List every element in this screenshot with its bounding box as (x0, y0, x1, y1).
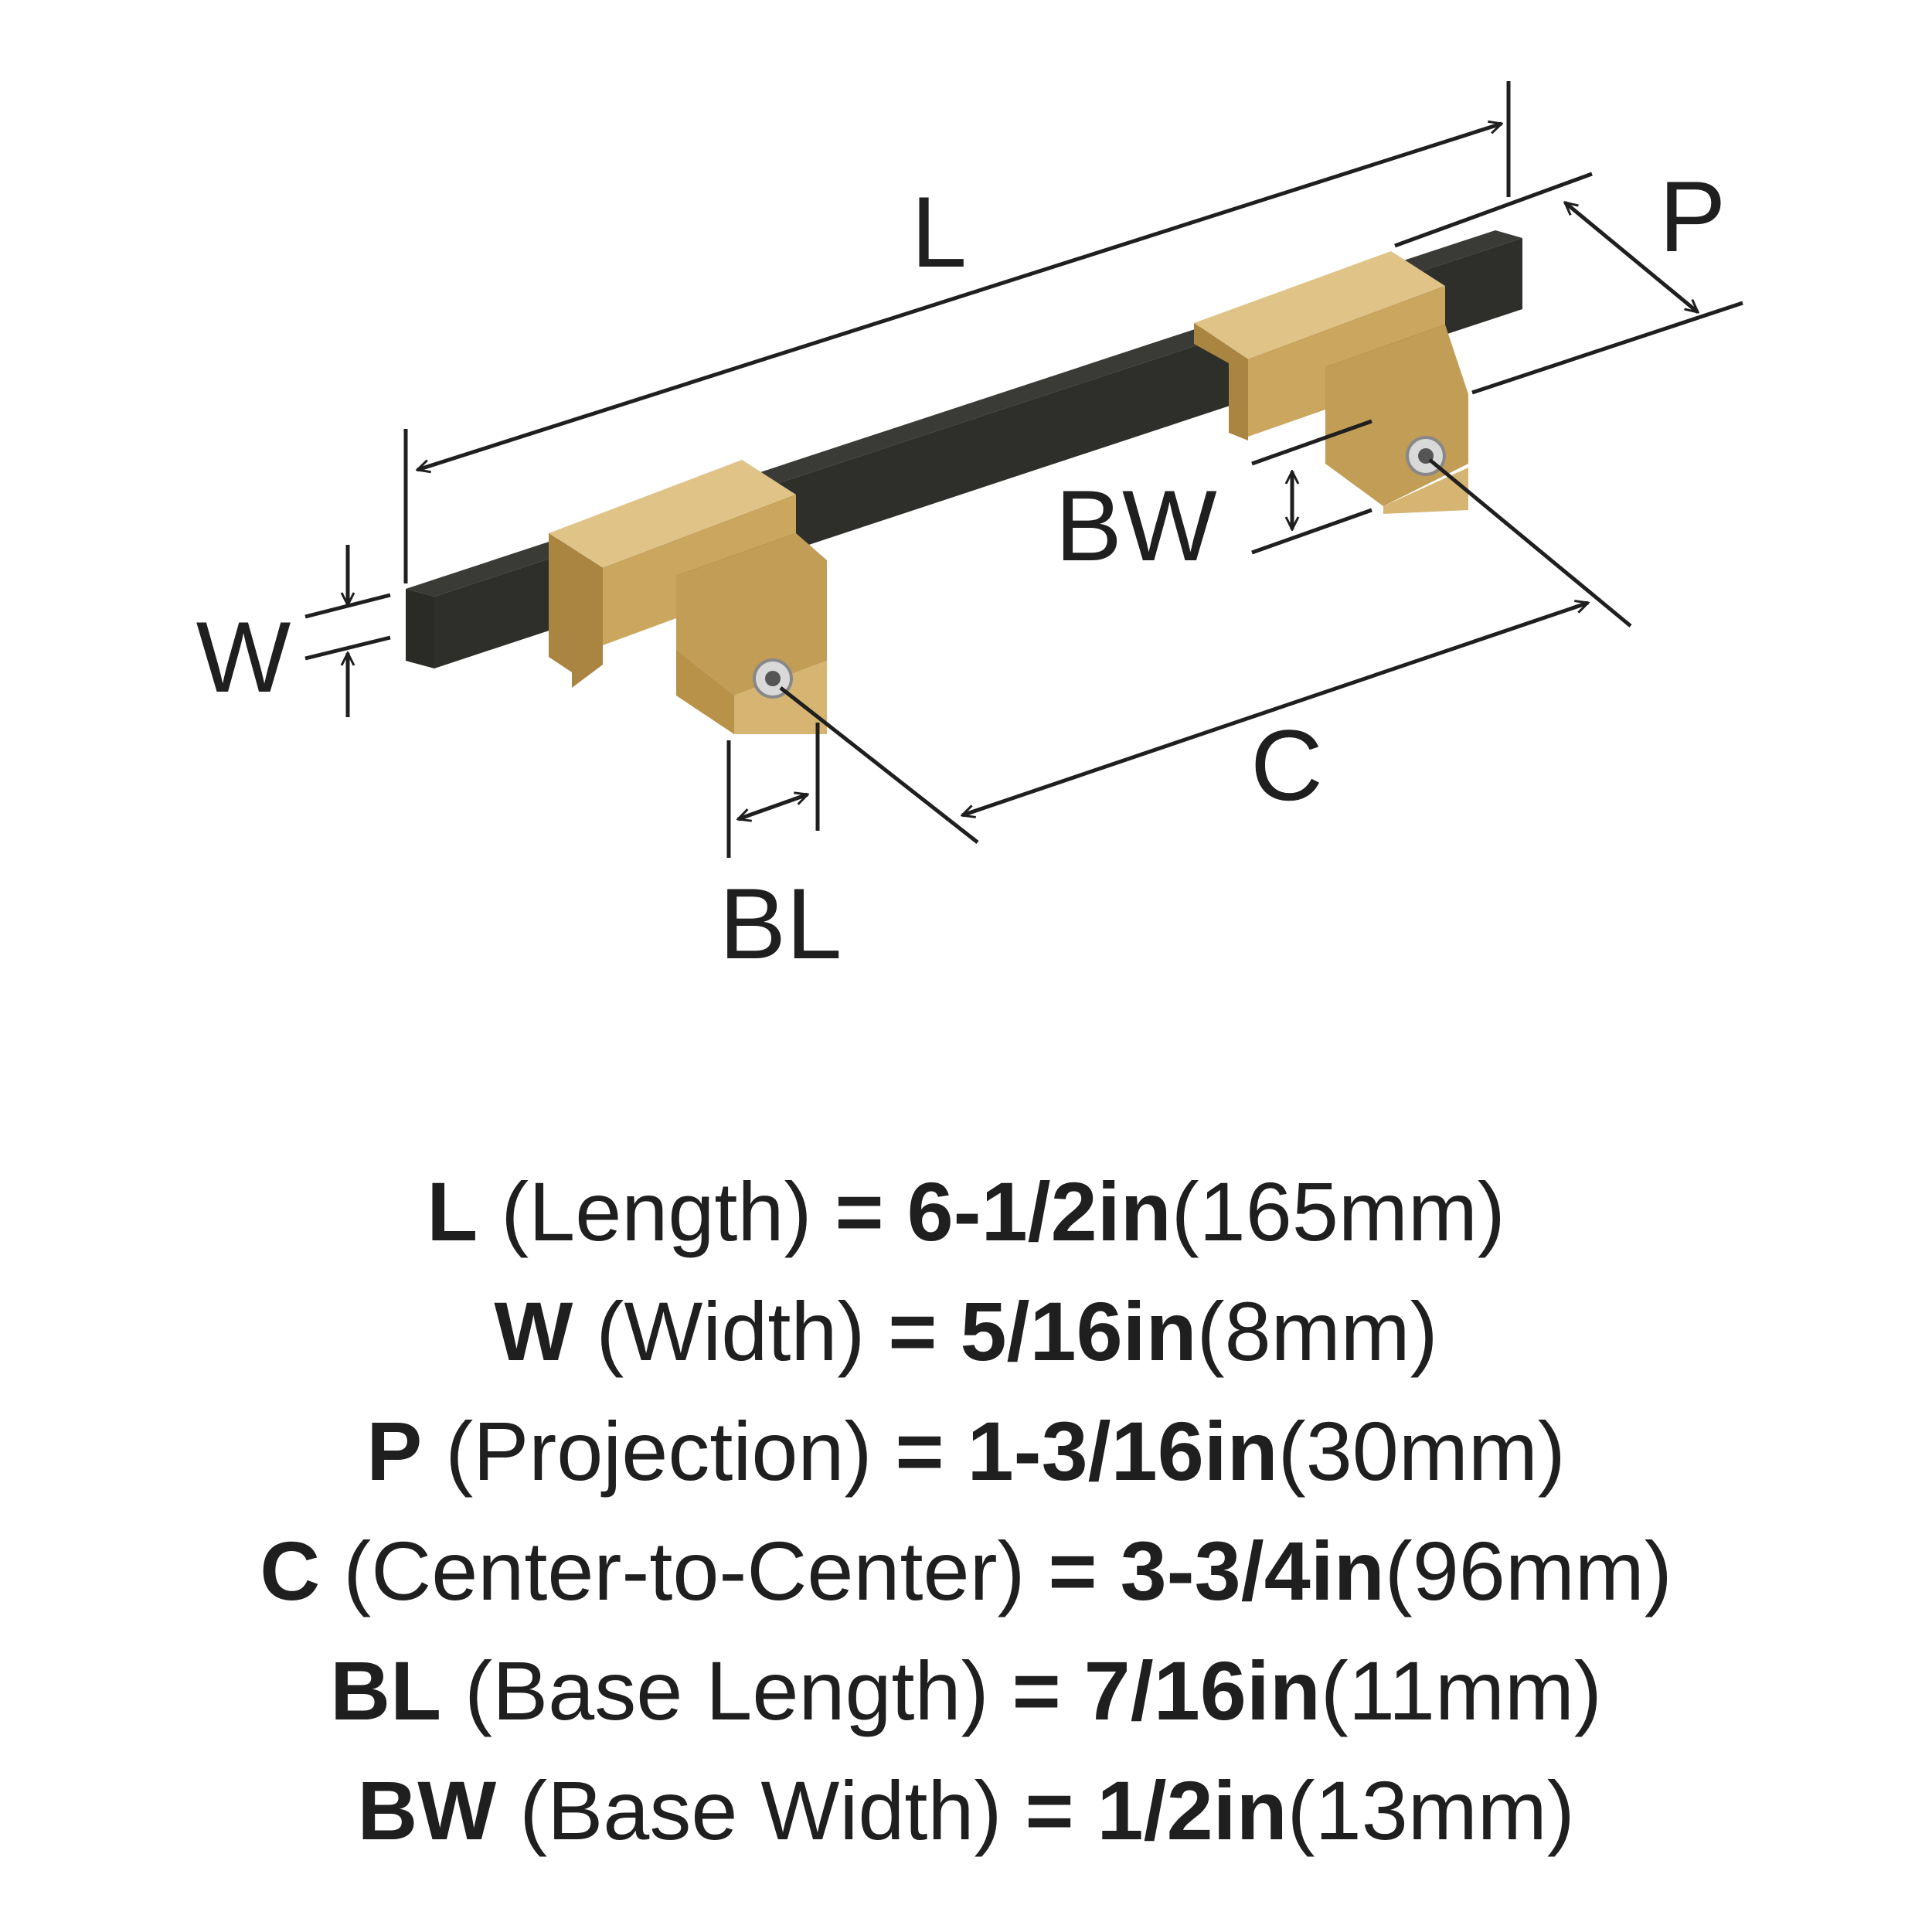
spec-name: (Length) (501, 1165, 812, 1258)
spec-equals: = (1012, 1644, 1061, 1737)
spec-name: (Center-to-Center) (343, 1524, 1026, 1617)
spec-code: L (427, 1165, 478, 1258)
spec-equals: = (895, 1404, 944, 1498)
spec-imperial: 6-1/2in (906, 1165, 1172, 1258)
w-extension-bottom (304, 635, 391, 661)
spec-row-base-width: BW (Base Width) = 1/2in(13mm) (0, 1750, 1932, 1870)
label-p: P (1659, 160, 1726, 273)
left-screw-hole-icon (765, 671, 781, 686)
handle-dimension-diagram: L P BW W C BL (196, 81, 1743, 980)
left-base-left (549, 533, 603, 688)
l-dimension-line (417, 124, 1502, 470)
spec-metric: (96mm) (1384, 1524, 1672, 1617)
bw-extension-bottom (1251, 508, 1372, 555)
spec-code: W (494, 1284, 573, 1378)
c-extension-left (779, 686, 979, 844)
spec-row-base-length: BL (Base Length) = 7/16in(11mm) (0, 1631, 1932, 1750)
spec-list: L (Length) = 6-1/2in(165mm) W (Width) = … (0, 1151, 1932, 1870)
c-dimension-line (962, 603, 1588, 815)
spec-imperial: 1/2in (1097, 1764, 1287, 1857)
p-extension-bottom (1471, 301, 1743, 395)
p-dimension-line (1565, 202, 1698, 312)
left-base-post-lower (676, 649, 734, 734)
spec-equals: = (888, 1284, 937, 1378)
spec-name: (Width) (596, 1284, 866, 1378)
p-extension-top (1394, 172, 1593, 248)
left-base-top (549, 460, 796, 568)
spec-equals: = (835, 1165, 884, 1258)
spec-metric: (11mm) (1320, 1644, 1602, 1737)
label-bw: BW (1055, 469, 1217, 582)
right-base-post-front (1383, 468, 1468, 514)
label-l: L (911, 175, 967, 288)
left-base-post-side (676, 533, 827, 696)
spec-equals: = (1025, 1764, 1074, 1857)
dimension-lines (304, 81, 1743, 858)
label-c: C (1250, 709, 1323, 821)
spec-metric: (30mm) (1277, 1404, 1566, 1498)
left-base-post-front (734, 661, 827, 734)
right-base (1194, 251, 1468, 514)
spec-metric: (8mm) (1196, 1284, 1438, 1378)
c-extension-right (1428, 458, 1632, 628)
spec-name: (Projection) (445, 1404, 872, 1498)
spec-equals: = (1048, 1524, 1097, 1617)
spec-metric: (165mm) (1171, 1165, 1505, 1258)
bl-dimension-line (738, 794, 808, 819)
rod-front-face (406, 589, 434, 668)
spec-code: P (366, 1404, 423, 1498)
bw-extension-top (1251, 419, 1372, 466)
spec-code: BW (357, 1764, 497, 1857)
spec-row-center-to-center: C (Center-to-Center) = 3-3/4in(96mm) (0, 1511, 1932, 1631)
spec-row-length: L (Length) = 6-1/2in(165mm) (0, 1151, 1932, 1271)
spec-imperial: 5/16in (960, 1284, 1197, 1378)
spec-code: BL (330, 1644, 442, 1737)
spec-name: (Base Length) (464, 1644, 989, 1737)
spec-row-projection: P (Projection) = 1-3/16in(30mm) (0, 1391, 1932, 1511)
spec-imperial: 1-3/16in (967, 1404, 1278, 1498)
spec-imperial: 3-3/4in (1120, 1524, 1385, 1617)
label-w: W (196, 600, 291, 713)
spec-row-width: W (Width) = 5/16in(8mm) (0, 1271, 1932, 1391)
spec-name: (Base Width) (519, 1764, 1002, 1857)
spec-code: C (260, 1524, 321, 1617)
spec-metric: (13mm) (1287, 1764, 1575, 1857)
spec-imperial: 7/16in (1083, 1644, 1321, 1737)
label-bl: BL (719, 867, 842, 980)
left-base-riser (603, 495, 796, 645)
